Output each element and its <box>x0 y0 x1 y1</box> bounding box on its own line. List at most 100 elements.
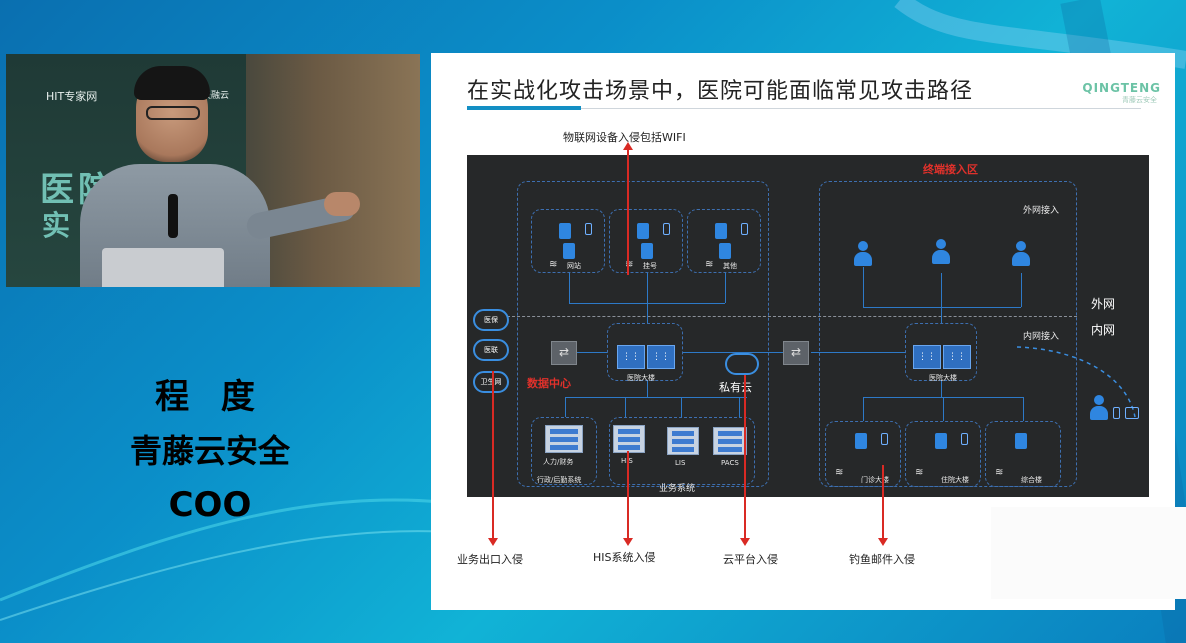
bottom-node-label: 门诊大楼 <box>861 476 889 484</box>
user-icon <box>853 241 873 267</box>
switch-icon: ⋮⋮ <box>943 345 971 369</box>
firewall-icon: ⇄ <box>783 341 809 365</box>
presentation-slide: 在实战化攻击场景中，医院可能面临常见攻击路径 QINGTENG 青藤云安全 物联… <box>431 53 1175 610</box>
remote-access-path <box>1016 346 1136 418</box>
user-icon <box>1011 241 1031 267</box>
biz-node-label: 人力/财务 <box>543 458 574 466</box>
top-node-label: 其他 <box>723 262 737 270</box>
server-panel-icon <box>613 425 645 453</box>
network-divider <box>497 316 1077 317</box>
hr-finance-box <box>531 417 597 485</box>
attack-path-cloud: 云平台入侵 <box>723 553 778 566</box>
hospital-building-box <box>607 323 683 381</box>
external-net-label: 外网 <box>1091 297 1116 311</box>
admin-system-label: 行政/后勤系统 <box>537 476 582 484</box>
phone-icon <box>585 223 592 235</box>
hospital-building-label: 医院大楼 <box>929 374 957 382</box>
top-node-box <box>687 209 761 273</box>
top-node-box <box>531 209 605 273</box>
computer-icon <box>715 223 727 239</box>
attack-path-iot: 物联网设备入侵包括WIFI <box>563 131 686 144</box>
brand-subtitle: 青藤云安全 <box>1122 96 1157 104</box>
attack-arrow-iot <box>623 142 633 275</box>
speaker-hand <box>324 192 360 216</box>
biz-node-label: HIS <box>621 457 633 465</box>
biz-node-label: PACS <box>721 459 739 467</box>
terminal-zone-label: 终端接入区 <box>923 163 978 176</box>
biz-node-label: LIS <box>675 459 686 467</box>
switch-icon: ⋮⋮ <box>913 345 941 369</box>
bottom-node-box <box>825 421 901 487</box>
network-diagram: 终端接入区 外网接入 内网接入 外网 内网 数据中心 私有云 业务系统 医院大楼… <box>467 155 1149 497</box>
hospital-building-box <box>905 323 977 381</box>
data-center-label: 数据中心 <box>527 377 571 390</box>
attack-path-his: HIS系统入侵 <box>593 551 656 564</box>
wifi-icon: ≋ <box>835 467 844 478</box>
switch-icon: ⋮⋮ <box>617 345 645 369</box>
computer-icon <box>855 433 867 449</box>
server-panel-icon <box>713 427 747 455</box>
top-node-label: 网站 <box>567 262 581 270</box>
bottom-node-label: 住院大楼 <box>941 476 969 484</box>
speaker-name: 程 度 <box>155 377 265 417</box>
bottom-node-label: 综合楼 <box>1021 476 1042 484</box>
brand-logo: QINGTENG <box>1082 81 1161 95</box>
server-panel-icon <box>545 425 583 453</box>
data-center-zone <box>517 181 769 487</box>
cloud-medical-insurance: 医保 <box>473 309 509 331</box>
laptop-icon <box>1125 407 1139 419</box>
wifi-icon: ≋ <box>625 259 634 270</box>
wifi-icon: ≋ <box>705 259 714 270</box>
user-icon <box>931 239 951 265</box>
wifi-icon: ≋ <box>549 259 558 270</box>
speaker-video: HIT专家网 天融云 医 院 网 实 <box>6 54 420 287</box>
microphone-icon <box>168 194 178 238</box>
phone-icon <box>663 223 670 235</box>
attack-path-phishing: 钓鱼邮件入侵 <box>849 553 915 566</box>
business-system-box <box>609 417 755 485</box>
speaker-hair <box>134 66 210 100</box>
speaker-role: COO <box>168 485 252 525</box>
wifi-icon: ≋ <box>995 467 1004 478</box>
business-system-label: 业务系统 <box>659 484 696 494</box>
computer-icon <box>935 433 947 449</box>
computer-icon <box>1015 433 1027 449</box>
external-access-label: 外网接入 <box>1023 206 1060 216</box>
phone-icon <box>881 433 888 445</box>
server-panel-icon <box>667 427 699 455</box>
phone-icon <box>741 223 748 235</box>
bottom-node-box <box>985 421 1061 487</box>
banner-char: 医 <box>40 170 74 210</box>
wifi-icon: ≋ <box>915 467 924 478</box>
speaker-caption: 程 度 青藤云安全 COO <box>100 370 320 532</box>
attack-arrow-phishing <box>878 465 888 546</box>
top-node-label: 挂号 <box>643 262 657 270</box>
title-divider <box>581 108 1141 109</box>
attack-arrow-cloud <box>740 375 750 546</box>
internal-net-label: 内网 <box>1091 323 1116 337</box>
attack-arrow-his <box>623 451 633 546</box>
speaker-glasses <box>146 106 200 120</box>
cloud-medical-alliance: 医联 <box>473 339 509 361</box>
phone-icon <box>961 433 968 445</box>
bottom-node-box <box>905 421 981 487</box>
computer-icon <box>563 243 575 259</box>
slide-corner-overlay <box>991 507 1186 599</box>
attack-path-business-exit: 业务出口入侵 <box>457 553 523 566</box>
laptop <box>102 248 224 287</box>
internal-access-label: 内网接入 <box>1023 332 1060 342</box>
computer-icon <box>719 243 731 259</box>
computer-icon <box>559 223 571 239</box>
speaker-company: 青藤云安全 <box>129 432 290 470</box>
computer-icon <box>641 243 653 259</box>
banner-char: 实 <box>42 209 71 242</box>
remote-user-icon <box>1089 395 1109 421</box>
private-cloud-icon <box>725 353 759 375</box>
attack-arrow-business-exit <box>488 371 498 546</box>
banner-logo-secondary: 天融云 <box>202 91 230 101</box>
private-cloud-label: 私有云 <box>719 381 752 394</box>
computer-icon <box>637 223 649 239</box>
top-node-box <box>609 209 683 273</box>
firewall-icon: ⇄ <box>551 341 577 365</box>
slide-title: 在实战化攻击场景中，医院可能面临常见攻击路径 <box>467 79 974 104</box>
